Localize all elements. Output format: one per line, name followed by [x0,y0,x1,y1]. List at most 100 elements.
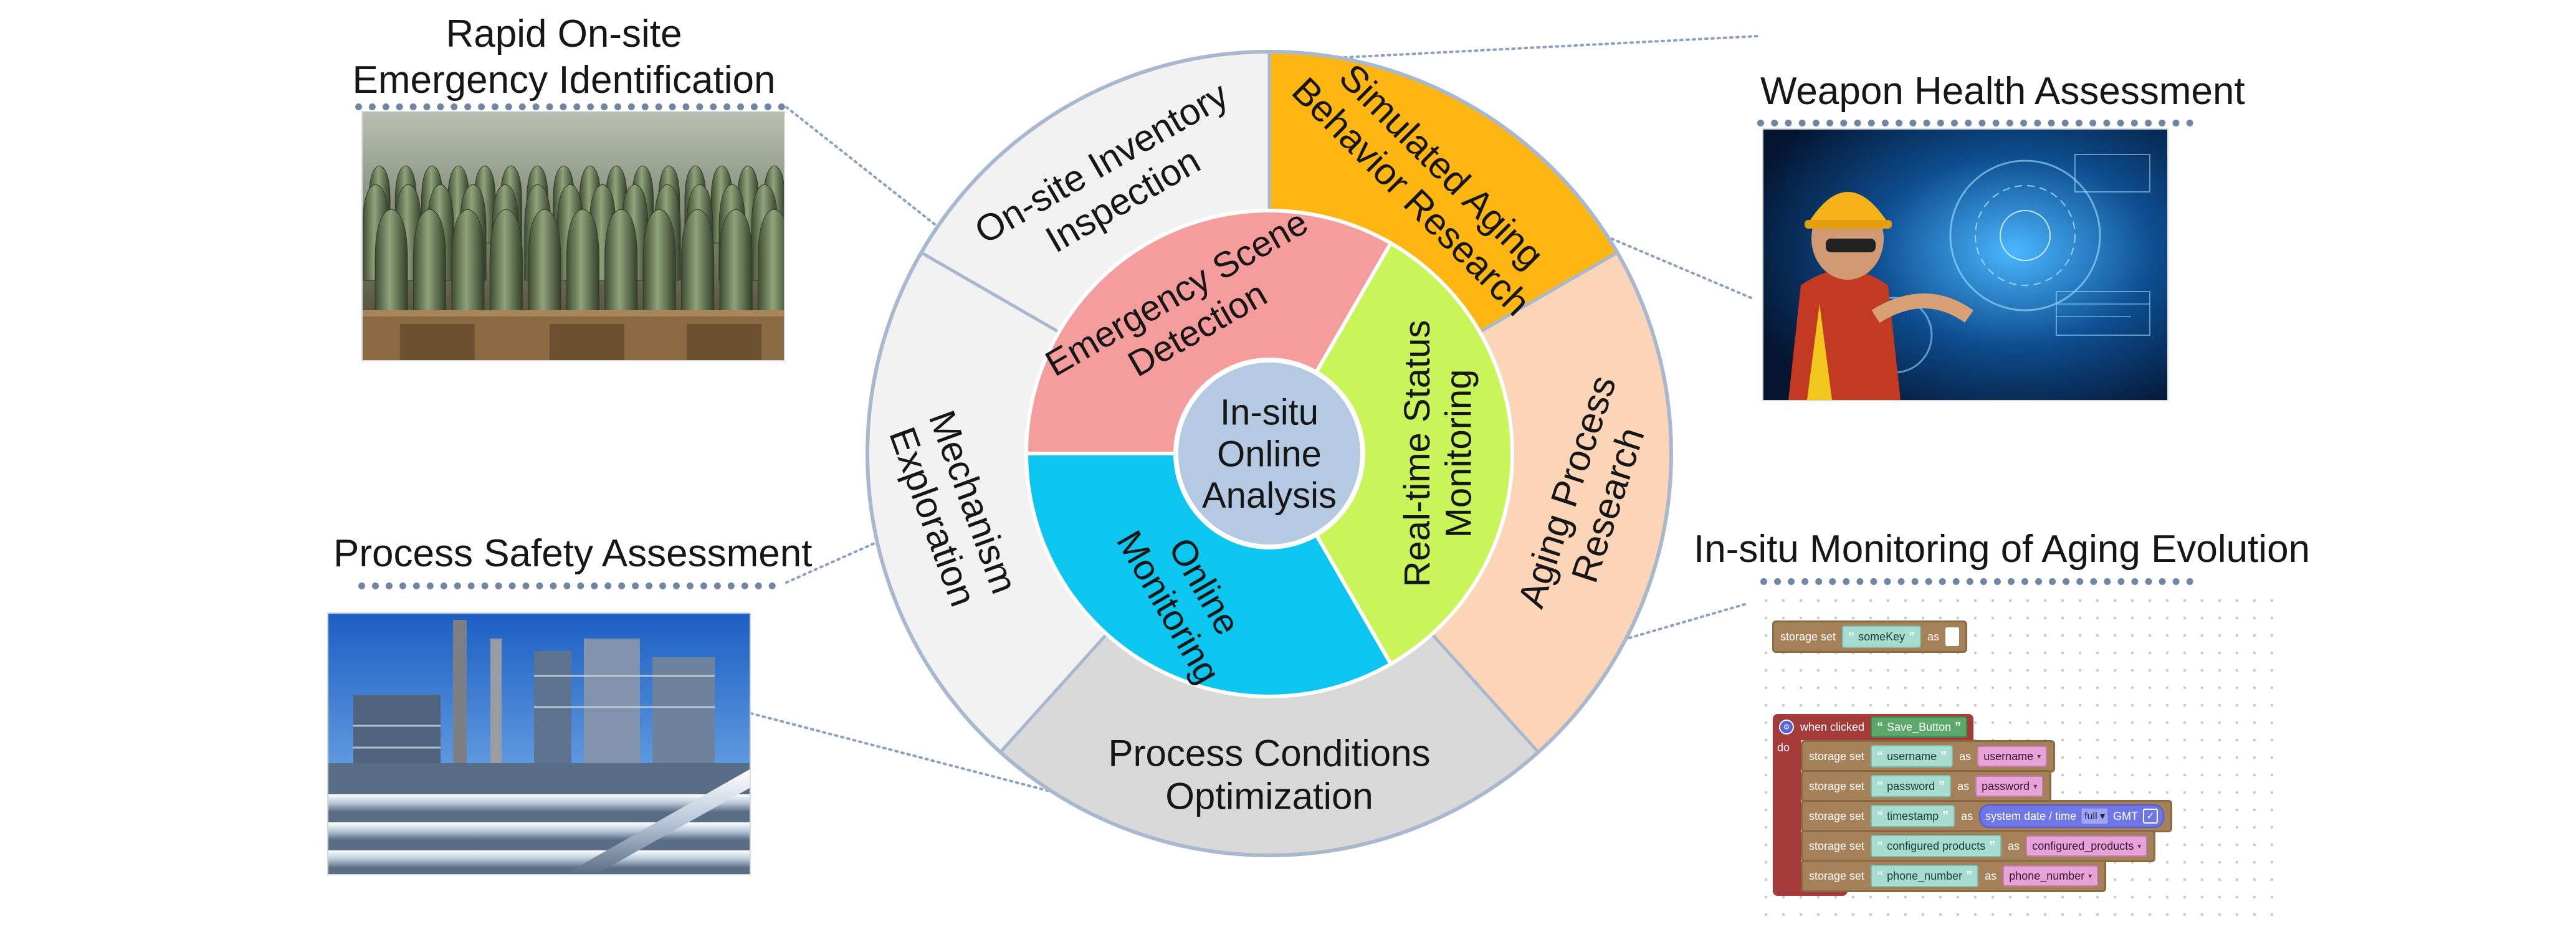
variable-name: configured_products [2032,839,2134,852]
string-key-block[interactable]: “phone_number” [1871,865,1979,887]
string-key-block[interactable]: “username” [1871,745,1953,768]
gmt-checkbox[interactable]: ✓ [2143,809,2159,824]
close-quote-icon: ” [1939,779,1945,793]
as-label: as [1985,869,1997,882]
close-quote-icon: ” [1955,720,1962,734]
shell-2-6 [604,209,638,321]
chevron-down-icon[interactable]: ▾ [2037,752,2041,761]
storage-set-label: storage set [1809,869,1865,882]
variable-name: phone_number [2009,869,2085,882]
open-quote-icon: “ [1877,868,1884,883]
shell-2-1 [413,209,446,321]
storage-set-label: storage set [1809,779,1865,792]
open-quote-icon: “ [1877,749,1884,763]
format-dropdown[interactable]: full ▾ [2081,808,2109,824]
shell-2-9 [719,209,753,321]
string-key-block[interactable]: “timestamp” [1871,805,1955,827]
close-quote-icon: ” [1989,839,1996,853]
storage-set-block[interactable]: storage set “ someKey ” as [1772,620,1968,653]
system-date-time-block[interactable]: system date / time full ▾ GMT ✓ [1979,804,2165,828]
close-quote-icon: ” [1940,749,1947,763]
key-text: username [1887,749,1937,763]
shell-2-3 [489,209,523,321]
variable-name: password [1982,779,2030,792]
do-label: do [1777,741,1790,754]
shell-2-7 [642,209,676,321]
storage-set-label: storage set [1809,839,1865,852]
storage-set-label: storage set [1780,630,1836,643]
key-text: phone_number [1887,869,1963,882]
chevron-down-icon[interactable]: ▾ [2033,782,2038,791]
open-quote-icon: “ [1877,809,1884,823]
close-quote-icon: ” [1966,868,1973,883]
key-text: someKey [1858,630,1906,643]
variable-block[interactable]: username▾ [1977,746,2048,767]
engineer-tech-photo [1763,130,2167,400]
variable-block[interactable]: password▾ [1975,776,2044,797]
key-text: password [1887,779,1935,792]
button-name-text: Save_Button [1887,720,1952,733]
variable-block[interactable]: phone_number▾ [2003,865,2099,887]
as-label: as [2008,839,2020,852]
chevron-down-icon[interactable]: ▾ [2137,842,2142,850]
inner-label-real-time-status-monitoring: Real-time StatusMonitoring [1397,320,1479,587]
rapid-onsite-underline [355,103,785,110]
shell-2-4 [528,209,561,321]
shell-2-0 [374,209,408,321]
as-label: as [1927,630,1940,643]
insitu-aging-title: In-situ Monitoring of Aging Evolution [1694,528,2311,571]
gear-icon: ⚙ [1779,720,1794,734]
as-label: as [1959,749,1972,763]
shell-2-8 [681,209,715,321]
weapon-health-title: Weapon Health Assessment [1760,70,2245,113]
shell-2-2 [451,209,485,321]
as-label: as [1957,779,1970,792]
storage-set-label: storage set [1809,749,1865,763]
button-name-block[interactable]: “ Save_Button ” [1871,716,1968,738]
when-clicked-label: when clicked [1800,720,1865,733]
insitu-aging-underline [1760,578,2193,585]
close-quote-icon: ” [1942,809,1949,823]
rapid-onsite-title: Rapid On-site Emergency Identification [352,12,776,102]
open-quote-icon: “ [1877,839,1884,853]
process-safety-underline [358,582,776,589]
shell-2-5 [566,209,599,321]
gmt-label: GMT [2113,809,2139,822]
ammunition-shells-photo [363,112,784,360]
storage-set-row[interactable]: storage set “configured products” as config… [1801,830,2156,862]
key-text: configured products [1887,839,1986,852]
string-key-block[interactable]: “configured products” [1871,835,2002,857]
center-circle [1173,358,1365,549]
open-quote-icon: “ [1877,779,1884,793]
storage-set-row[interactable]: storage set “timestamp” as system date / ti… [1801,800,2173,832]
system-date-time-label: system date / time [1985,809,2077,822]
process-safety-title: Process Safety Assessment [333,532,813,575]
refinery-plant-photo [328,614,750,874]
chevron-down-icon[interactable]: ▾ [2088,872,2092,880]
when-clicked-block[interactable]: ⚙ when clicked “ Save_Button ” [1773,714,1974,740]
variable-block[interactable]: configured_products▾ [2026,835,2148,857]
event-block-body [1773,715,1801,896]
weapon-health-underline [1757,120,2193,126]
leader-process-safety [785,541,879,584]
open-quote-icon: “ [1877,720,1884,734]
open-quote-icon: “ [1848,629,1855,644]
shell-2-10 [758,209,784,321]
close-quote-icon: ” [1909,629,1915,644]
string-key-block[interactable]: “ someKey ” [1842,625,1922,648]
variable-name: username [1983,749,2034,763]
as-label: as [1961,809,1973,822]
storage-set-label: storage set [1809,809,1865,822]
leader-rapid-onsite [785,106,936,226]
outer-ring-border [866,50,1673,857]
string-key-block[interactable]: “password ” [1871,775,1952,797]
key-text: timestamp [1887,809,1939,822]
empty-value-slot[interactable] [1945,627,1960,646]
